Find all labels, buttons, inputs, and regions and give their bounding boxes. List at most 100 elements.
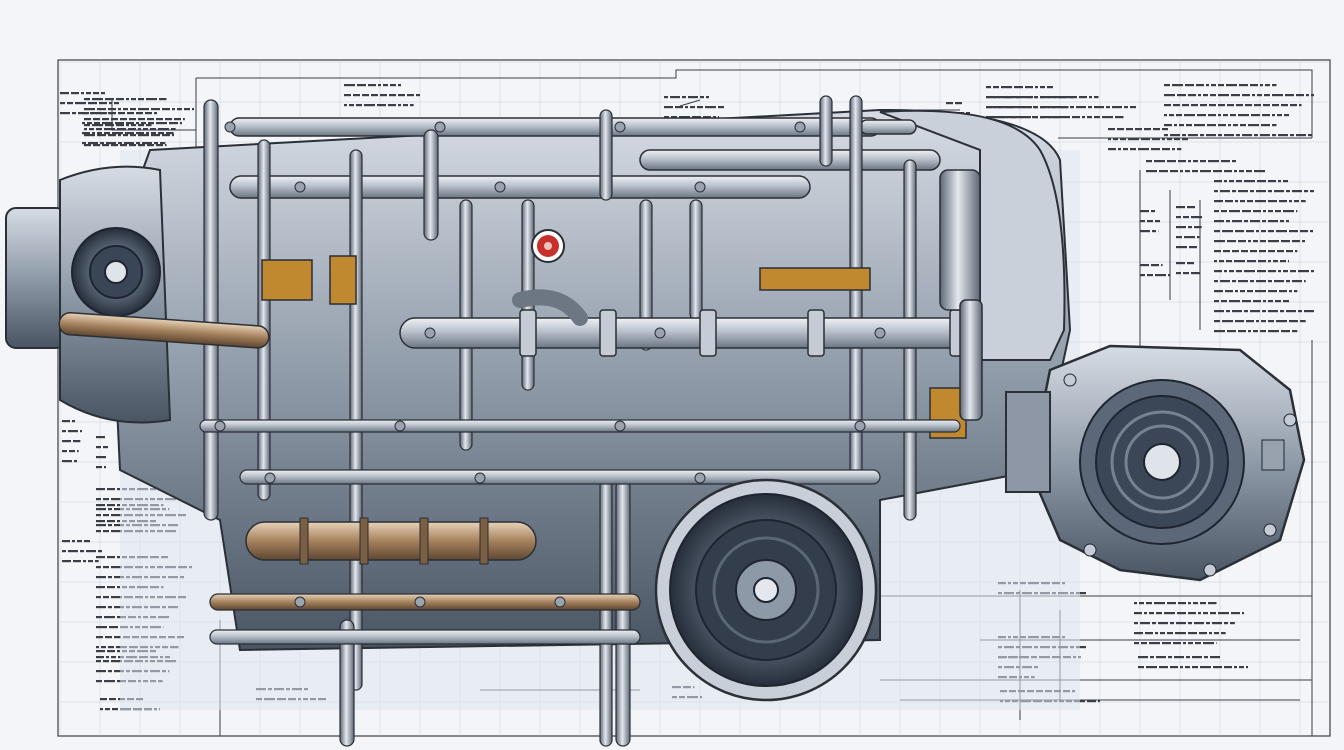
annotation-mark [1284, 114, 1289, 117]
annotation-mark [1226, 310, 1230, 313]
annotation-mark [107, 520, 115, 523]
annotation-mark [1272, 124, 1277, 127]
annotation-mark [1141, 642, 1147, 645]
annotation-mark [1014, 96, 1023, 99]
annotation-mark [1250, 190, 1254, 193]
annotation-mark [184, 108, 190, 111]
annotation-mark [1294, 290, 1298, 293]
annotation-mark [1226, 220, 1230, 223]
annotation-mark [1167, 160, 1176, 163]
annotation-mark [1082, 116, 1085, 119]
annotation-mark [1197, 114, 1206, 117]
annotation-mark [1140, 210, 1149, 213]
annotation-mark [1272, 84, 1277, 87]
annotation-mark [95, 560, 99, 563]
annotation-mark [1214, 190, 1218, 193]
annotation-mark [117, 556, 120, 559]
annotation-mark [1310, 230, 1313, 233]
annotation-mark [1191, 104, 1198, 107]
annotation-mark [1264, 94, 1270, 97]
annotation-mark [138, 108, 149, 111]
annotation-mark [69, 450, 75, 453]
annotation-mark [1273, 260, 1278, 263]
pulley-icon [654, 478, 878, 702]
vertical-pipe [203, 99, 219, 521]
annotation-mark [1154, 160, 1165, 163]
annotation-mark [1164, 612, 1175, 615]
annotation-mark [1288, 260, 1289, 263]
annotation-mark [1018, 116, 1026, 119]
annotation-mark [1094, 106, 1104, 109]
annotation-mark [136, 132, 144, 135]
annotation-mark [1278, 180, 1281, 183]
annotation-mark [1214, 180, 1222, 183]
annotation-mark [136, 142, 140, 145]
annotation-mark [1229, 180, 1234, 183]
annotation-mark [1292, 190, 1302, 193]
annotation-mark [1177, 148, 1182, 151]
annotation-mark [1240, 290, 1245, 293]
annotation-mark [96, 596, 101, 599]
gear-housing-icon [1005, 344, 1306, 582]
annotation-mark [1123, 148, 1128, 151]
annotation-mark [1221, 210, 1227, 213]
annotation-mark [1194, 622, 1204, 625]
annotation-mark [72, 112, 76, 115]
annotation-mark [1088, 106, 1092, 109]
annotation-mark [88, 142, 98, 145]
annotation-mark [1242, 210, 1251, 213]
annotation-mark [96, 530, 101, 533]
annotation-mark [1061, 116, 1070, 119]
annotation-mark [1068, 96, 1077, 99]
annotation-mark [1186, 656, 1190, 659]
annotation-mark [1174, 656, 1184, 659]
annotation-mark [1260, 330, 1266, 333]
annotation-mark [138, 128, 141, 131]
annotation-mark [353, 94, 360, 97]
annotation-mark [1151, 148, 1160, 151]
annotation-mark [1118, 148, 1121, 151]
annotation-mark [1211, 84, 1216, 87]
annotation-mark [1230, 114, 1236, 117]
annotation-mark [108, 508, 112, 511]
annotation-mark [682, 96, 686, 99]
annotation-mark [62, 540, 70, 543]
annotation-mark [955, 102, 962, 105]
annotation-mark [1261, 320, 1266, 323]
annotation-mark [159, 98, 167, 101]
annotation-mark [1268, 310, 1278, 313]
annotation-mark [1193, 602, 1198, 605]
annotation-mark [1191, 272, 1200, 275]
annotation-mark [368, 84, 376, 87]
annotation-mark [1196, 84, 1204, 87]
annotation-mark [1263, 104, 1270, 107]
annotation-mark [138, 134, 149, 137]
annotation-mark [98, 550, 102, 553]
annotation-mark [380, 94, 387, 97]
annotation-mark [60, 102, 65, 105]
annotation-mark [146, 98, 157, 101]
annotation-mark [1224, 666, 1232, 669]
annotation-mark [1113, 138, 1118, 141]
annotation-mark [96, 606, 106, 609]
annotation-mark [1290, 104, 1297, 107]
annotation-mark [1261, 230, 1266, 233]
annotation-mark [1268, 300, 1273, 303]
annotation-mark [107, 586, 115, 589]
annotation-mark [1253, 210, 1261, 213]
annotation-mark [136, 112, 143, 115]
annotation-mark [151, 134, 160, 137]
annotation-mark [1279, 290, 1287, 293]
annotation-mark [1152, 622, 1156, 625]
lower-bronze-manifold [245, 521, 537, 561]
annotation-mark [697, 106, 703, 109]
annotation-mark [75, 102, 86, 105]
annotation-mark [142, 142, 152, 145]
annotation-mark [1047, 96, 1053, 99]
annotation-mark [1244, 220, 1248, 223]
annotation-mark [88, 102, 97, 105]
vertical-pipe [639, 199, 653, 351]
annotation-mark [688, 96, 698, 99]
annotation-mark [117, 520, 120, 523]
annotation-mark [1260, 134, 1270, 137]
